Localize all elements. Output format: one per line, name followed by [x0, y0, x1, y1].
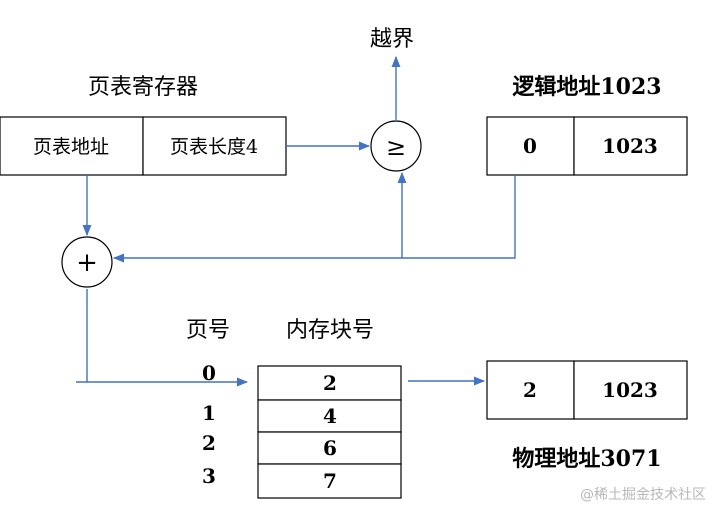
- table-address-cell: [0, 116, 144, 176]
- page-number-to-adder-arrow: [112, 175, 516, 263]
- physical-offset-cell: [573, 360, 688, 420]
- connectors: [76, 55, 516, 387]
- watermark: @稀土掘金技术社区: [580, 487, 706, 503]
- physical-block-value: 2: [523, 378, 537, 402]
- page-table-register-label: 页表寄存器: [88, 75, 198, 100]
- page-table-row: [257, 399, 402, 433]
- page-table-row: [257, 431, 402, 465]
- adder-circle: [61, 236, 113, 288]
- page-number-3: 3: [202, 464, 216, 488]
- physical-block-cell: [486, 360, 575, 420]
- physical-address-box: 2 1023: [486, 360, 688, 420]
- block-number-2: 6: [323, 436, 337, 460]
- compare-symbol: ≥: [386, 133, 406, 161]
- comparator: ≥: [370, 120, 422, 172]
- page-number-0: 0: [202, 361, 216, 385]
- table-length-text: 页表长度4: [170, 136, 258, 158]
- logical-page-value: 0: [523, 134, 537, 158]
- memory-block-number-header: 内存块号: [286, 318, 374, 343]
- logical-page-cell: [486, 116, 575, 176]
- page-number-1: 1: [202, 401, 216, 425]
- add-symbol: +: [76, 248, 98, 278]
- block-number-0: 2: [323, 371, 337, 395]
- logical-address-box: 0 1023: [486, 116, 688, 176]
- logical-offset-cell: [573, 116, 688, 176]
- physical-address-label: 物理地址3071: [512, 446, 661, 472]
- block-number-1: 4: [323, 404, 337, 428]
- table-length-cell: [142, 116, 287, 176]
- adder: +: [61, 236, 113, 288]
- page-table-register: 页表地址 页表长度4: [0, 116, 287, 176]
- logical-offset-value: 1023: [602, 134, 658, 158]
- table-address-text: 页表地址: [33, 136, 109, 158]
- page-number-header: 页号: [186, 318, 230, 343]
- page-number-column: 0 1 2 3: [202, 361, 216, 488]
- page-table: 2 4 6 7: [257, 365, 402, 499]
- page-number-2: 2: [202, 431, 216, 455]
- overflow-label: 越界: [370, 27, 414, 52]
- page-table-row: [257, 463, 402, 499]
- block-number-3: 7: [323, 469, 337, 493]
- physical-offset-value: 1023: [602, 378, 658, 402]
- logical-address-label: 逻辑地址1023: [512, 74, 661, 100]
